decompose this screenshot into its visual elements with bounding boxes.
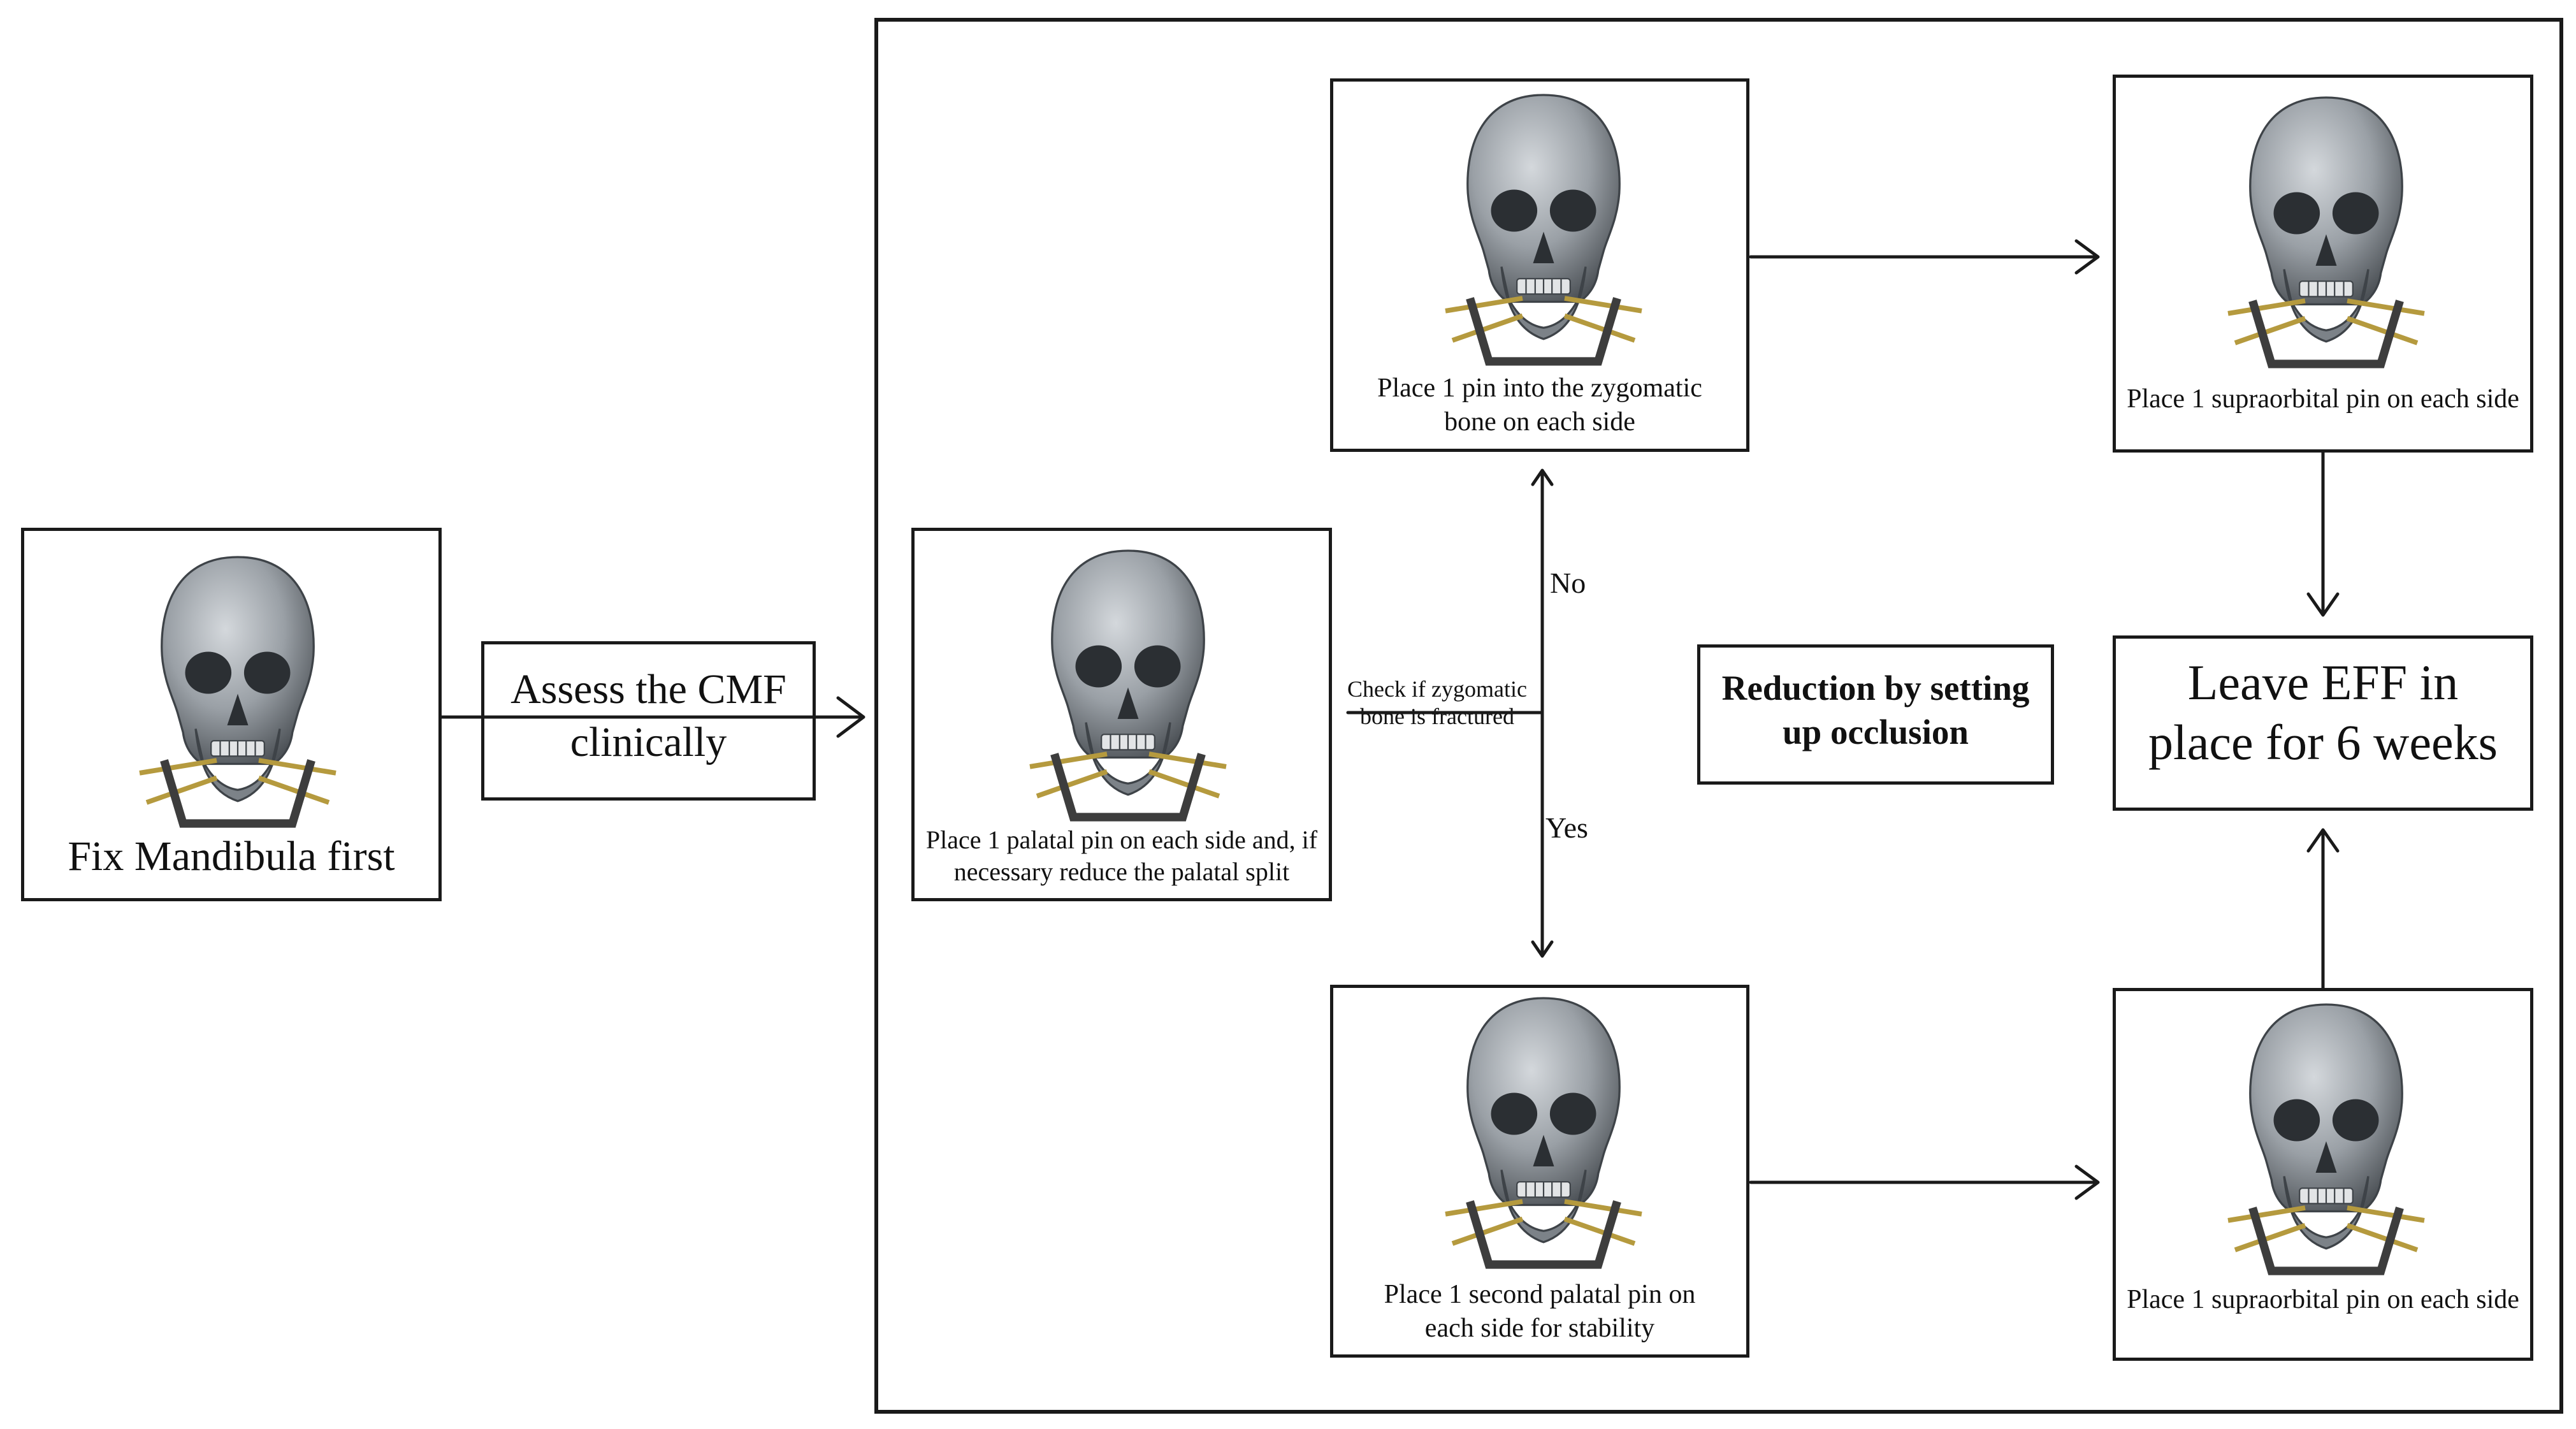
step-second-palatal-pin: Place 1 second palatal pin on each side … <box>1330 985 1749 1358</box>
step-label: Leave EFF in place for 6 weeks <box>2148 655 2498 770</box>
step-assess: Assess the CMF clinically <box>481 641 816 801</box>
step-label: Place 1 supraorbital pin on each side <box>2127 384 2519 414</box>
reduction-note: Reduction by setting up occlusion <box>1697 644 2054 785</box>
arrowhead <box>2074 239 2100 275</box>
step-label: Place 1 pin into the zygomatic bone on e… <box>1377 374 1702 437</box>
step-label: Place 1 second palatal pin on each side … <box>1384 1280 1696 1343</box>
step-supraorbital-bottom: Place 1 supraorbital pin on each side <box>2113 988 2533 1361</box>
arrowhead <box>2074 1164 2100 1200</box>
step-label: Assess the CMF clinically <box>510 666 786 765</box>
arrowhead <box>2306 828 2340 853</box>
step-label: Place 1 palatal pin on each side and, if… <box>925 825 1318 886</box>
step-label: Place 1 supraorbital pin on each side <box>2127 1285 2519 1314</box>
step-leave-eff: Leave EFF in place for 6 weeks <box>2113 635 2533 811</box>
branch-yes-label: Yes <box>1545 811 1588 844</box>
decision-label: Check if zygomatic bone is fractured <box>1347 676 1527 730</box>
reduction-label: Reduction by setting up occlusion <box>1721 669 2030 751</box>
arrowhead <box>836 696 865 738</box>
step-supraorbital-top: Place 1 supraorbital pin on each side <box>2113 75 2533 453</box>
arrowhead <box>2306 592 2340 617</box>
arrowhead <box>1531 468 1554 486</box>
step-palatal-pin: Place 1 palatal pin on each side and, if… <box>911 528 1332 901</box>
step-label: Fix Mandibula first <box>68 833 395 880</box>
arrowhead <box>1531 940 1554 958</box>
step-fix-mandible: Fix Mandibula first <box>21 528 442 901</box>
step-zygomatic-pin: Place 1 pin into the zygomatic bone on e… <box>1330 78 1749 452</box>
branch-no-label: No <box>1550 567 1586 599</box>
